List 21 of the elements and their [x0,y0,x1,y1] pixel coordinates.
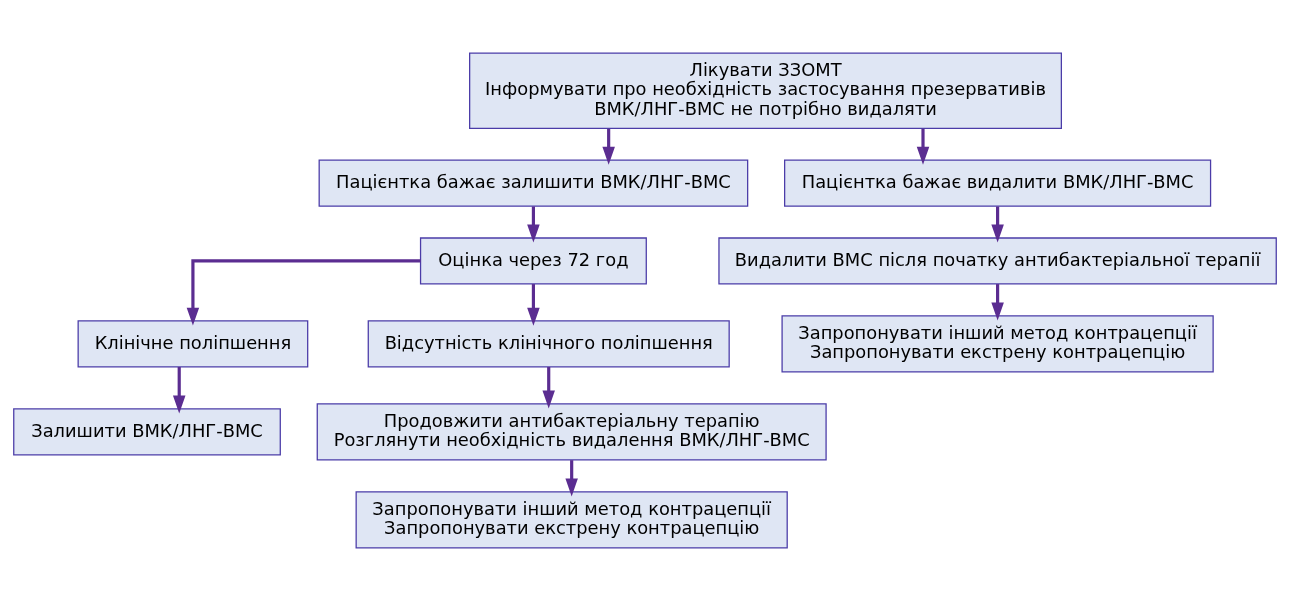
node-box: Залишити ВМК/ЛНГ-ВМС [13,408,281,456]
arrow [991,206,1004,243]
node-box: Лікувати ЗЗОМТ Інформувати про необхідність застосування презервативів ВМК/ЛНГ-ВМС не потрібно видаляти [469,52,1062,129]
node-box: Відсутність клінічного поліпшення [367,320,730,368]
node-box: Пацієнтка бажає видалити ВМК/ЛНГ-ВМС [784,159,1212,207]
node-box: Оцінка через 72 год [419,237,647,285]
node-box: Продовжити антибактеріальну терапію Розглянути необхідність видалення ВМК/ЛНГ-ВМС [316,403,827,461]
node-box: Запропонувати інший метод контрацепції Запропонувати екстрену контрацепцію [781,315,1214,373]
arrow [172,367,186,414]
node-box: Запропонувати інший метод контрацепції Запропонувати екстрену контрацепцію [355,491,788,549]
arrow [602,128,615,165]
arrow [542,367,555,409]
arrow [186,259,421,326]
arrow [527,206,540,243]
arrow [916,128,930,165]
node-box: Пацієнтка бажає залишити ВМК/ЛНГ-ВМС [318,159,749,207]
arrow [527,284,540,326]
arrow [991,284,1004,321]
arrow [565,460,578,497]
node-box: Видалити ВМС після початку антибактеріальної терапії [718,237,1277,285]
node-box: Клінічне поліпшення [77,320,309,368]
